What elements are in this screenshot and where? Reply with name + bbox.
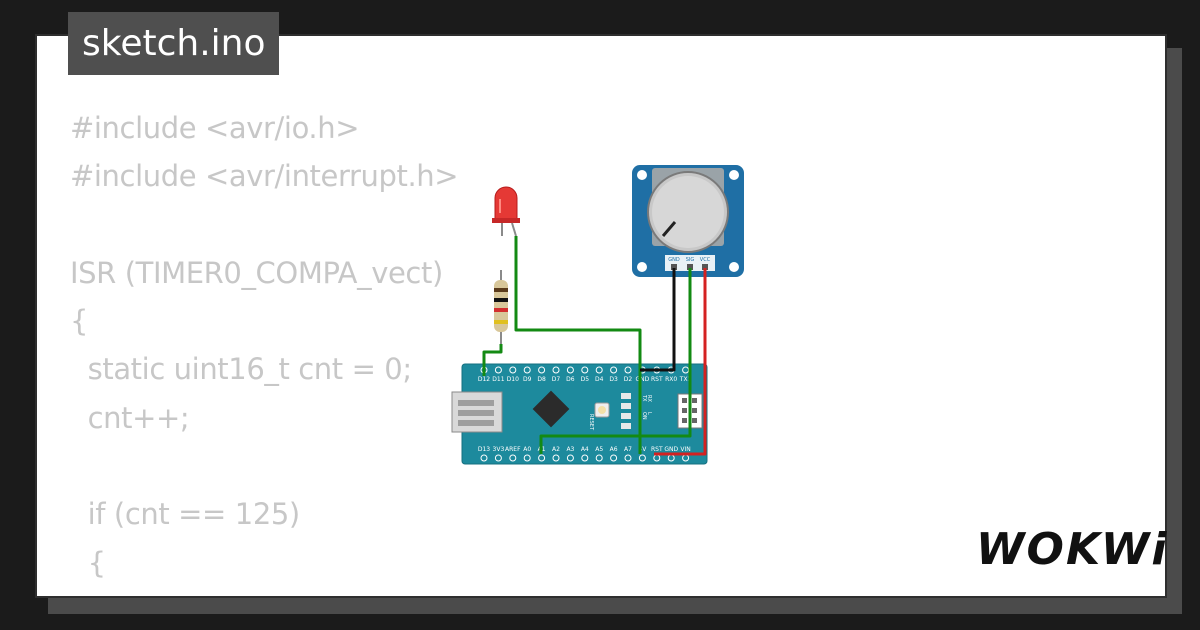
potentiometer-module[interactable]: GND SIG VCC bbox=[632, 165, 744, 277]
code-line: cnt++; bbox=[70, 400, 190, 435]
preview-card: #include <avr/io.h> #include <avr/interr… bbox=[35, 34, 1167, 598]
wire-led-anode bbox=[514, 236, 642, 454]
pin-label: D3 bbox=[609, 376, 618, 383]
file-tab[interactable]: sketch.ino bbox=[68, 12, 280, 75]
header-pin[interactable] bbox=[523, 366, 531, 374]
pin-label: A6 bbox=[610, 446, 618, 453]
usb-connector-icon bbox=[451, 391, 503, 433]
led-label: L bbox=[646, 412, 652, 415]
header-pin[interactable] bbox=[610, 454, 618, 462]
red-led[interactable] bbox=[492, 186, 520, 237]
header-pin[interactable] bbox=[653, 454, 661, 462]
header-pin[interactable] bbox=[566, 366, 574, 374]
header-pin[interactable] bbox=[480, 454, 488, 462]
led-label: RX bbox=[646, 395, 652, 402]
header-pin[interactable] bbox=[509, 366, 517, 374]
header-pin[interactable] bbox=[667, 454, 675, 462]
header-pin[interactable] bbox=[595, 366, 603, 374]
header-pin[interactable] bbox=[494, 366, 502, 374]
pin-label: RST bbox=[651, 376, 663, 383]
pin-label: D10 bbox=[507, 376, 519, 383]
pin-label: D7 bbox=[552, 376, 561, 383]
code-line: ISR (TIMER0_COMPA_vect) bbox=[70, 255, 443, 290]
code-editor: #include <avr/io.h> #include <avr/interr… bbox=[70, 104, 459, 596]
header-pin[interactable] bbox=[581, 366, 589, 374]
wires bbox=[482, 236, 707, 456]
pin-label: D2 bbox=[624, 376, 633, 383]
header-pin[interactable] bbox=[638, 454, 646, 462]
header-pin[interactable] bbox=[523, 454, 531, 462]
header-pin[interactable] bbox=[682, 366, 690, 374]
header-pin[interactable] bbox=[494, 454, 502, 462]
pin-label: RX0 bbox=[665, 376, 677, 383]
pin-label: D13 bbox=[478, 446, 490, 453]
resistor[interactable] bbox=[494, 270, 508, 344]
led-label: ON bbox=[641, 412, 647, 420]
l-led bbox=[621, 423, 631, 429]
on-led bbox=[621, 413, 631, 419]
header-pin[interactable] bbox=[509, 454, 517, 462]
pin-label: AREF bbox=[505, 446, 521, 453]
pin-label: A3 bbox=[566, 446, 574, 453]
code-line: if (cnt == 125) bbox=[70, 497, 301, 532]
knob-indicator bbox=[661, 221, 677, 237]
header-pin[interactable] bbox=[566, 454, 574, 462]
header-pin[interactable] bbox=[624, 454, 632, 462]
pin-label: A0 bbox=[523, 446, 531, 453]
pin-label: D8 bbox=[537, 376, 546, 383]
code-line: #include <avr/io.h> bbox=[70, 111, 360, 145]
pin-label: A5 bbox=[595, 446, 603, 453]
pin-label: A4 bbox=[581, 446, 589, 453]
reset-label: RESET bbox=[588, 414, 594, 431]
pot-pin-label: VCC bbox=[700, 257, 711, 263]
pin-label: A7 bbox=[624, 446, 632, 453]
pin-label: D5 bbox=[581, 376, 590, 383]
pin-label: GND bbox=[636, 376, 650, 383]
led-label: TX bbox=[641, 394, 647, 402]
header-pin[interactable] bbox=[538, 366, 546, 374]
pin-label: VIN bbox=[680, 446, 690, 453]
wokwi-logo: WOKWi bbox=[976, 524, 1169, 575]
header-pin[interactable] bbox=[552, 366, 560, 374]
header-pin[interactable] bbox=[538, 454, 546, 462]
code-line: cnt = 0; bbox=[70, 587, 458, 596]
pin-label: GND bbox=[664, 446, 678, 453]
pin-label: 5V bbox=[638, 446, 647, 453]
pin-label: 3V3 bbox=[493, 446, 505, 453]
header-pin[interactable] bbox=[624, 366, 632, 374]
pin-label: D4 bbox=[595, 376, 604, 383]
pin-label: D6 bbox=[566, 376, 575, 383]
code-line: { bbox=[70, 304, 89, 339]
pin-label: D11 bbox=[492, 376, 504, 383]
wire-gnd bbox=[640, 268, 676, 372]
code-line: { bbox=[70, 545, 106, 580]
microcontroller-chip bbox=[532, 390, 570, 428]
wire-resistor-d12 bbox=[482, 344, 503, 376]
pin-label: A2 bbox=[552, 446, 560, 453]
header-pin[interactable] bbox=[595, 454, 603, 462]
header-pin[interactable] bbox=[552, 454, 560, 462]
header-pin[interactable] bbox=[610, 366, 618, 374]
wire-sig-a1 bbox=[539, 268, 692, 454]
code-line: #include <avr/interrupt.h> bbox=[70, 159, 459, 194]
header-pin[interactable] bbox=[581, 454, 589, 462]
pot-pin-label: GND bbox=[668, 257, 680, 263]
wire-vcc-5v bbox=[654, 268, 707, 456]
pot-pin-label: SIG bbox=[686, 257, 695, 263]
tx-led bbox=[621, 393, 631, 399]
board-pcb bbox=[462, 364, 707, 464]
header-pin[interactable] bbox=[682, 454, 690, 462]
pin-label: TX1 bbox=[679, 376, 692, 383]
pin-label: RST bbox=[651, 446, 663, 453]
rx-led bbox=[621, 403, 631, 409]
pin-label: D9 bbox=[523, 376, 532, 383]
code-line: static uint16_t cnt = 0; bbox=[70, 352, 412, 387]
pin-label: D12 bbox=[478, 376, 490, 383]
